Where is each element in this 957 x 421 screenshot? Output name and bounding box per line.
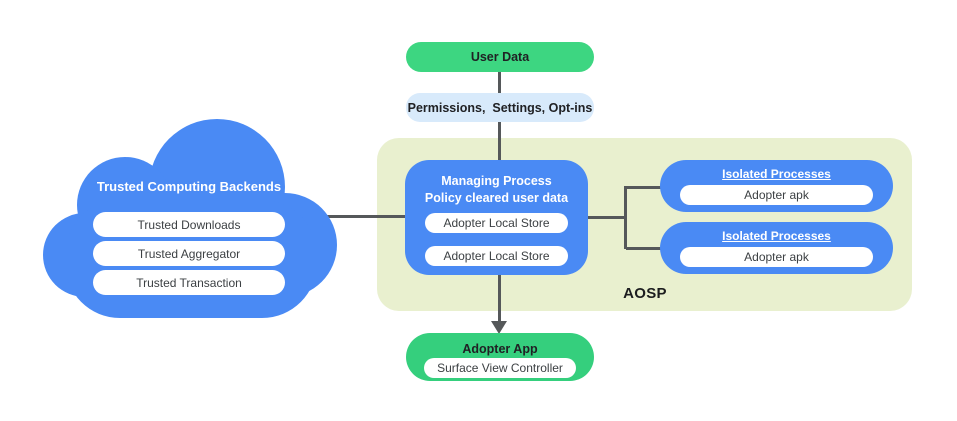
connector-bracket-isolated-1 <box>626 186 661 189</box>
surface-view-controller-pill: Surface View Controller <box>424 358 576 378</box>
isolated-process-node-1: Isolated Processes Adopter apk <box>660 160 893 212</box>
connector-managing-bracket <box>588 216 626 219</box>
managing-process-title-line1: Managing Process <box>441 174 552 188</box>
permissions-label: Permissions, Settings, Opt-ins <box>407 100 593 115</box>
isolated-process-node-2: Isolated Processes Adopter apk <box>660 222 893 274</box>
adopter-apk-pill-1: Adopter apk <box>680 185 873 205</box>
user-data-node: User Data <box>406 42 594 72</box>
managing-process-title: Managing Process Policy cleared user dat… <box>405 173 588 207</box>
trusted-downloads-pill: Trusted Downloads <box>93 212 285 237</box>
arrow-down-icon <box>491 321 507 334</box>
connector-permissions-managing <box>498 122 501 161</box>
trusted-cloud-title: Trusted Computing Backends <box>96 179 282 194</box>
adopter-app-node: Adopter App Surface View Controller <box>406 333 594 381</box>
user-data-label: User Data <box>470 50 530 64</box>
connector-userdata-permissions <box>498 72 501 94</box>
trusted-cloud-node: Trusted Computing Backends Trusted Downl… <box>40 114 340 320</box>
adopter-app-title: Adopter App <box>462 342 538 356</box>
adopter-local-store-pill-2: Adopter Local Store <box>425 246 568 266</box>
adopter-local-store-pill-1: Adopter Local Store <box>425 213 568 233</box>
isolated-process-title-2: Isolated Processes <box>722 229 831 243</box>
managing-process-title-line2: Policy cleared user data <box>424 190 569 205</box>
trusted-aggregator-pill: Trusted Aggregator <box>93 241 285 266</box>
aosp-label: AOSP <box>623 285 667 302</box>
connector-managing-adopterapp <box>498 275 501 323</box>
bracket-vertical-line <box>624 186 627 249</box>
connector-bracket-isolated-2 <box>626 247 661 250</box>
managing-process-node: Managing Process Policy cleared user dat… <box>405 160 588 275</box>
trusted-transaction-pill: Trusted Transaction <box>93 270 285 295</box>
connector-cloud-managing <box>320 215 406 218</box>
isolated-process-title-1: Isolated Processes <box>722 167 831 181</box>
adopter-apk-pill-2: Adopter apk <box>680 247 873 267</box>
permissions-node: Permissions, Settings, Opt-ins <box>406 93 594 122</box>
